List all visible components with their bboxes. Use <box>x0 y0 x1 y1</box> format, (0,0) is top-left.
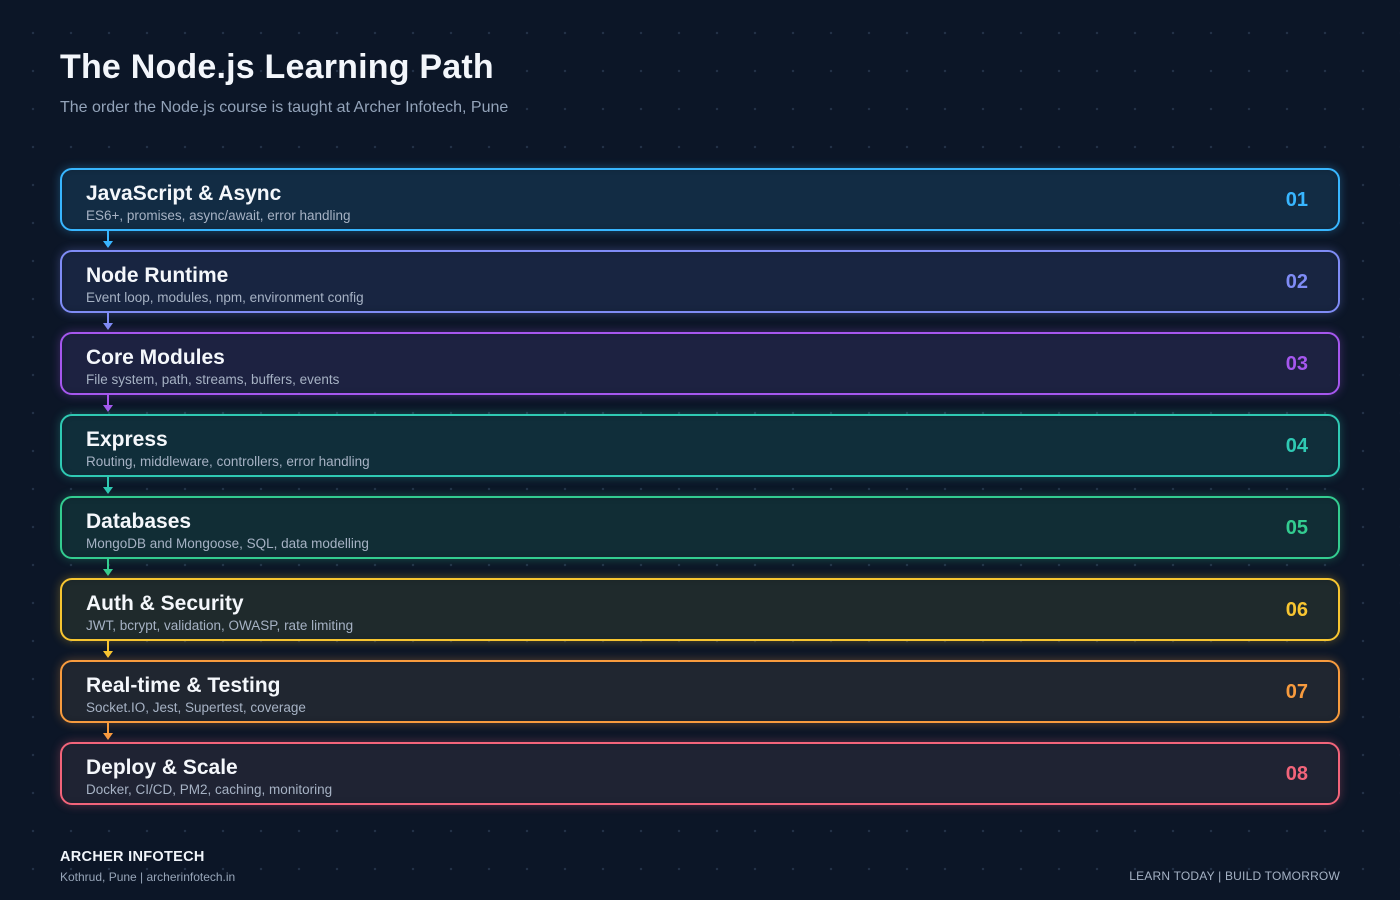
step-description: ES6+, promises, async/await, error handl… <box>86 208 351 223</box>
step-number: 06 <box>1285 599 1308 621</box>
step-title: Node Runtime <box>86 264 229 287</box>
footer-brand-block: ARCHER INFOTECH Kothrud, Pune | archerin… <box>60 849 235 884</box>
step-number: 07 <box>1285 681 1308 703</box>
step-title: Core Modules <box>86 346 225 369</box>
page-subtitle: The order the Node.js course is taught a… <box>60 99 509 116</box>
down-arrow-icon <box>103 313 113 332</box>
step-description: JWT, bcrypt, validation, OWASP, rate lim… <box>86 618 354 633</box>
down-arrow-icon <box>103 231 113 250</box>
step-number: 05 <box>1285 517 1308 539</box>
step-title: Real-time & Testing <box>86 674 281 697</box>
step-number: 03 <box>1285 353 1308 375</box>
brand-name: ARCHER INFOTECH <box>60 849 205 865</box>
contact-info: Kothrud, Pune | archerinfotech.in <box>60 870 236 884</box>
step-title: Express <box>86 428 168 451</box>
footer-tagline: LEARN TODAY | BUILD TOMORROW <box>1129 869 1340 883</box>
page-header: The Node.js Learning Path The order the … <box>60 48 508 118</box>
step-description: Docker, CI/CD, PM2, caching, monitoring <box>86 782 333 797</box>
step-card: Databases MongoDB and Mongoose, SQL, dat… <box>60 496 1340 576</box>
step-card: Express Routing, middleware, controllers… <box>60 414 1340 494</box>
down-arrow-icon <box>103 395 113 414</box>
step-card: JavaScript & Async ES6+, promises, async… <box>60 168 1340 248</box>
step-title: Deploy & Scale <box>86 756 238 779</box>
page-title: The Node.js Learning Path <box>60 48 494 86</box>
step-card: Node Runtime Event loop, modules, npm, e… <box>60 250 1340 330</box>
step-title: Auth & Security <box>86 592 244 615</box>
step-description: Routing, middleware, controllers, error … <box>86 454 370 469</box>
learning-path-steps: JavaScript & Async ES6+, promises, async… <box>60 168 1340 805</box>
step-title: JavaScript & Async <box>86 182 282 205</box>
step-card: Auth & Security JWT, bcrypt, validation,… <box>60 578 1340 658</box>
step-title: Databases <box>86 510 192 533</box>
step-description: File system, path, streams, buffers, eve… <box>86 372 340 387</box>
down-arrow-icon <box>103 559 113 578</box>
step-number: 02 <box>1285 271 1308 293</box>
step-card: Deploy & Scale Docker, CI/CD, PM2, cachi… <box>60 742 1340 805</box>
down-arrow-icon <box>103 641 113 660</box>
step-description: MongoDB and Mongoose, SQL, data modellin… <box>86 536 369 551</box>
down-arrow-icon <box>103 723 113 742</box>
step-description: Socket.IO, Jest, Supertest, coverage <box>86 700 306 715</box>
step-description: Event loop, modules, npm, environment co… <box>86 290 364 305</box>
step-card: Real-time & Testing Socket.IO, Jest, Sup… <box>60 660 1340 740</box>
step-number: 08 <box>1285 763 1308 785</box>
down-arrow-icon <box>103 477 113 496</box>
step-number: 01 <box>1285 189 1308 211</box>
step-card: Core Modules File system, path, streams,… <box>60 332 1340 412</box>
step-number: 04 <box>1285 435 1308 457</box>
